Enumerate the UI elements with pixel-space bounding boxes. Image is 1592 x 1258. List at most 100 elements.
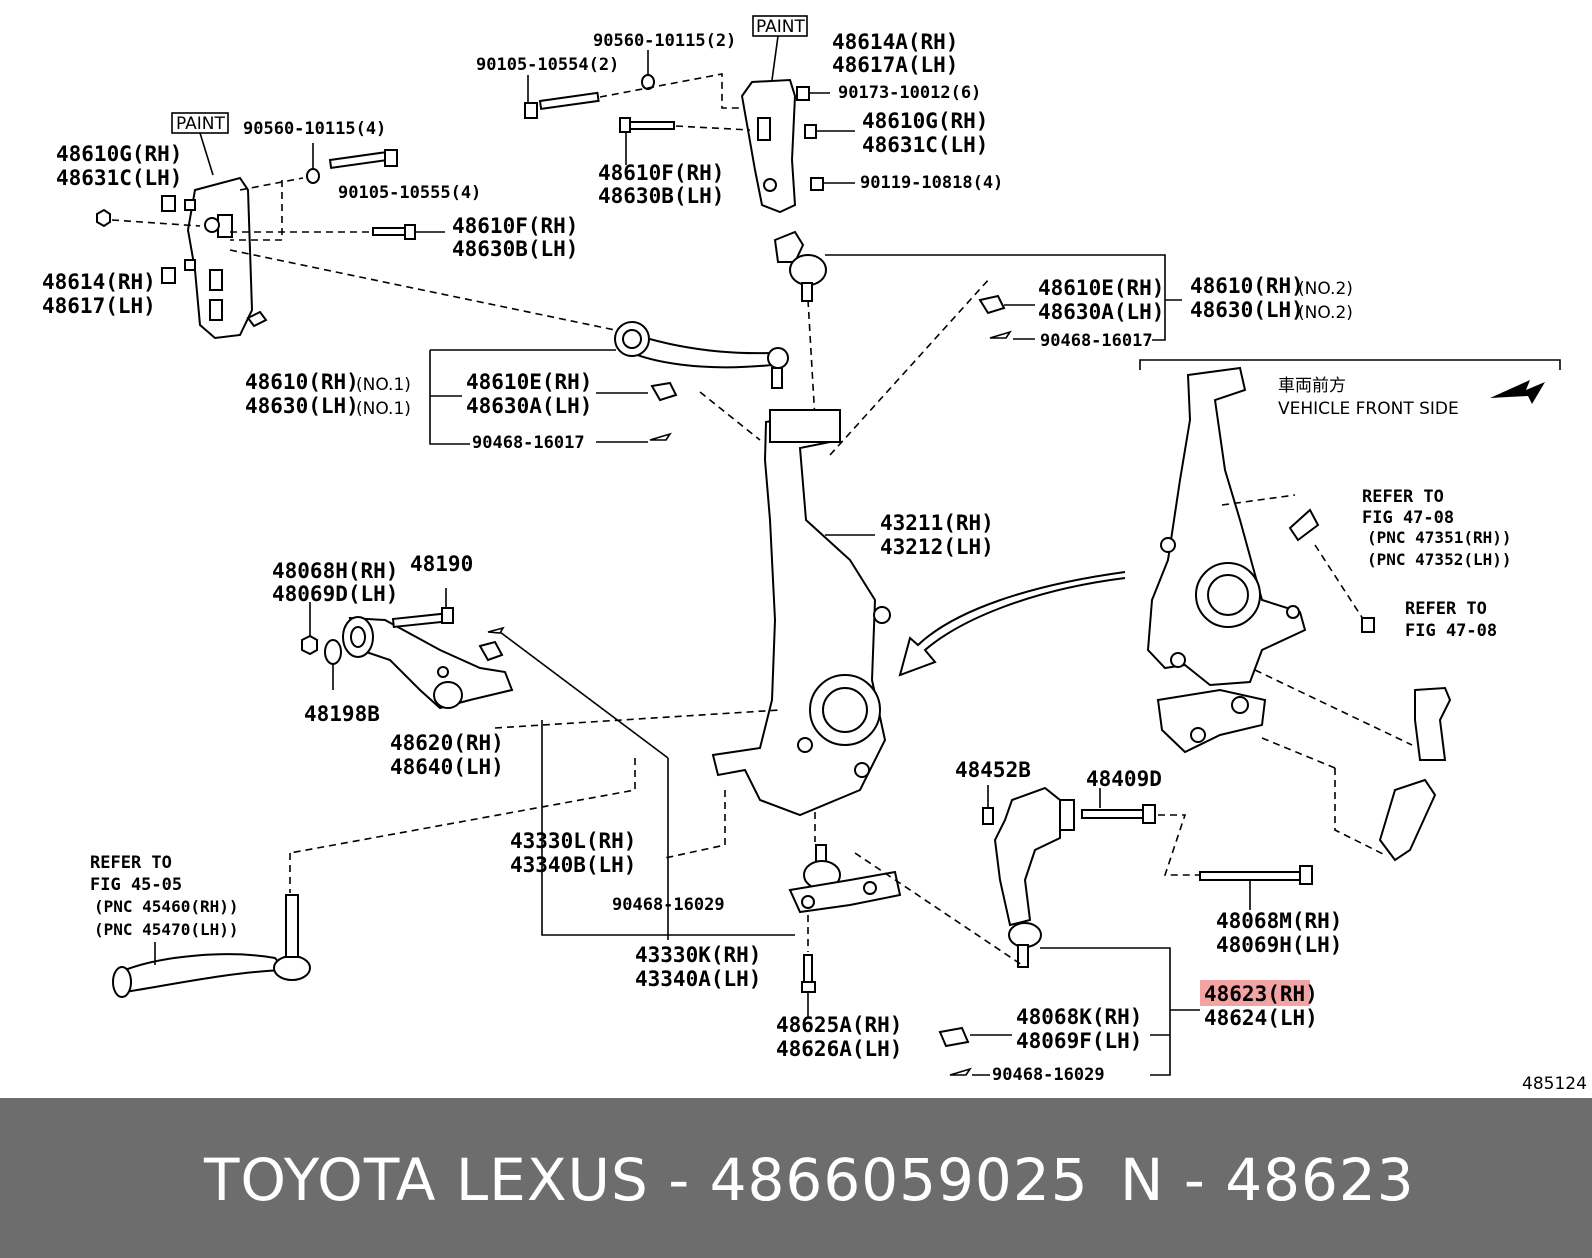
label-48631c-lh-left: 48631C(LH) [56, 166, 182, 190]
label-fig-47-08-b: FIG 47-08 [1405, 621, 1497, 641]
label-48624-lh: 48624(LH) [1204, 1006, 1318, 1030]
label-48623-rh: 48623(RH) [1204, 982, 1318, 1006]
label-48068m-rh: 48068M(RH) [1216, 909, 1342, 933]
highlight-48623 [1200, 980, 1310, 1006]
parts-diagram: PAINT PAINT [42, 15, 1587, 1094]
nut-icon [96, 208, 111, 228]
label-48617a-lh: 48617A(LH) [832, 53, 958, 77]
nut-48610e-left [650, 381, 678, 402]
label-48630a-lh-left: 48630A(LH) [466, 394, 592, 418]
label-48069f-lh: 48069F(LH) [1016, 1029, 1142, 1053]
lower-ball-joint [788, 844, 902, 914]
knuckle-right [1146, 366, 1307, 687]
label-90468-16029-bottom: 90468-16029 [992, 1065, 1105, 1085]
label-48630a-lh-right: 48630A(LH) [1038, 300, 1164, 324]
label-48068h-rh: 48068H(RH) [272, 559, 398, 583]
label-90468-16029-mid: 90468-16029 [612, 895, 725, 915]
nut-icon [982, 807, 994, 825]
label-48631c-lh-top: 48631C(LH) [862, 133, 988, 157]
label-90560-10115-2: 90560-10115(2) [593, 31, 736, 51]
label-refer-to-a: REFER TO [1362, 487, 1444, 507]
label-90560-10115-4: 90560-10115(4) [243, 119, 386, 139]
label-fig-45-05: FIG 45-05 [90, 875, 182, 895]
label-48620-rh: 48620(RH) [390, 731, 504, 755]
footer-part-number: TOYOTA LEXUS - 4866059025 [204, 1146, 1089, 1214]
label-48626a-lh: 48626A(LH) [776, 1037, 902, 1061]
svg-text:PAINT: PAINT [176, 114, 226, 134]
label-48630-lh-no2: 48630(LH) [1190, 298, 1304, 322]
label-48617-lh: 48617(LH) [42, 294, 156, 318]
label-43330l-rh: 43330L(RH) [510, 829, 636, 853]
paint-box-top: PAINT [752, 15, 808, 81]
label-48630-lh-no1: 48630(LH) [245, 394, 359, 418]
label-48630b-lh-top: 48630B(LH) [598, 184, 724, 208]
label-48610g-rh-left: 48610G(RH) [56, 142, 182, 166]
label-90105-10555-4: 90105-10555(4) [338, 183, 481, 203]
arm-fragment-right [1378, 686, 1452, 862]
cotter-pin-icon [989, 330, 1012, 339]
label-90468-16017-right: 90468-16017 [1040, 331, 1153, 351]
washer-icon [324, 639, 342, 665]
label-pnc-47352: (PNC 47352(LH)) [1367, 550, 1512, 569]
bolt-48190 [391, 607, 454, 629]
bracket-top-part [740, 78, 824, 214]
label-90119-10818-4: 90119-10818(4) [860, 173, 1003, 193]
label-90173-10012-6: 90173-10012(6) [838, 83, 981, 103]
bolt-icon [1361, 617, 1375, 633]
label-48610f-rh-top: 48610F(RH) [598, 161, 724, 185]
label-43340b-lh: 43340B(LH) [510, 853, 636, 877]
label-pnc-47351: (PNC 47351(RH)) [1367, 528, 1512, 547]
label-refer-to-c: REFER TO [90, 853, 172, 873]
footer-bar: TOYOTA LEXUS - 4866059025 N - 48623 [0, 1098, 1592, 1258]
label-48610-rh-no2: 48610(RH) [1190, 274, 1304, 298]
label-refer-to-b: REFER TO [1405, 599, 1487, 619]
arrow-icon [898, 571, 1126, 677]
paint-box-left: PAINT [171, 112, 229, 176]
label-48610e-rh-right: 48610E(RH) [1038, 276, 1164, 300]
label-48068k-rh: 48068K(RH) [1016, 1005, 1142, 1029]
bolt-48610f-left [372, 224, 416, 240]
label-48625a-rh: 48625A(RH) [776, 1013, 902, 1037]
upper-arm-no2 [773, 230, 827, 302]
cotter-pin-icon [949, 1067, 972, 1076]
washer-icon [306, 168, 320, 184]
cotter-pin-icon [487, 626, 505, 634]
label-48614-rh: 48614(RH) [42, 270, 156, 294]
washer-icon [641, 74, 655, 90]
cotter-pin-icon [649, 432, 672, 441]
bolt-48625a [801, 954, 816, 993]
vehicle-front-arrow-icon [1490, 380, 1545, 404]
label-90468-16017-left: 90468-16017 [472, 433, 585, 453]
label-48409d: 48409D [1086, 767, 1162, 791]
upper-arm-no1 [614, 321, 789, 389]
label-48610g-rh-top: 48610G(RH) [862, 109, 988, 133]
label-48190: 48190 [410, 552, 473, 576]
nut-icon [301, 634, 318, 656]
label-vehicle-front-jp: 車両前方 [1278, 376, 1346, 396]
label-43212-lh: 43212(LH) [880, 535, 994, 559]
label-fig-47-08-a: FIG 47-08 [1362, 508, 1454, 528]
bracket-left-part [161, 176, 268, 340]
label-pnc-45460: (PNC 45460(RH)) [94, 897, 239, 916]
label-no2-b: (NO.2) [1298, 303, 1353, 323]
lower-ball-joint-right [1156, 688, 1267, 754]
label-90105-10554-2: 90105-10554(2) [476, 55, 619, 75]
bolt-48610f-top [619, 117, 675, 133]
vehicle-front-bracket [1139, 359, 1561, 370]
lower-arm-48623 [993, 786, 1075, 968]
label-43340a-lh: 43340A(LH) [635, 967, 761, 991]
bolt-90105-10554 [524, 91, 600, 119]
lower-arm-48620 [342, 616, 514, 710]
diagram-canvas: PAINT PAINT [42, 15, 1587, 1094]
nut-48610e-right [978, 294, 1006, 315]
bolt-90105-10555 [328, 149, 398, 170]
label-48069h-lh: 48069H(LH) [1216, 933, 1342, 957]
label-43211-rh: 43211(RH) [880, 511, 994, 535]
label-48640-lh: 48640(LH) [390, 755, 504, 779]
label-48198b: 48198B [304, 702, 380, 726]
label-no1-b: (NO.1) [356, 399, 411, 419]
label-48610f-rh-left: 48610F(RH) [452, 214, 578, 238]
label-48610e-rh-left: 48610E(RH) [466, 370, 592, 394]
label-no1-a: (NO.1) [356, 375, 411, 395]
footer-pnc: N - 48623 [1120, 1146, 1415, 1214]
